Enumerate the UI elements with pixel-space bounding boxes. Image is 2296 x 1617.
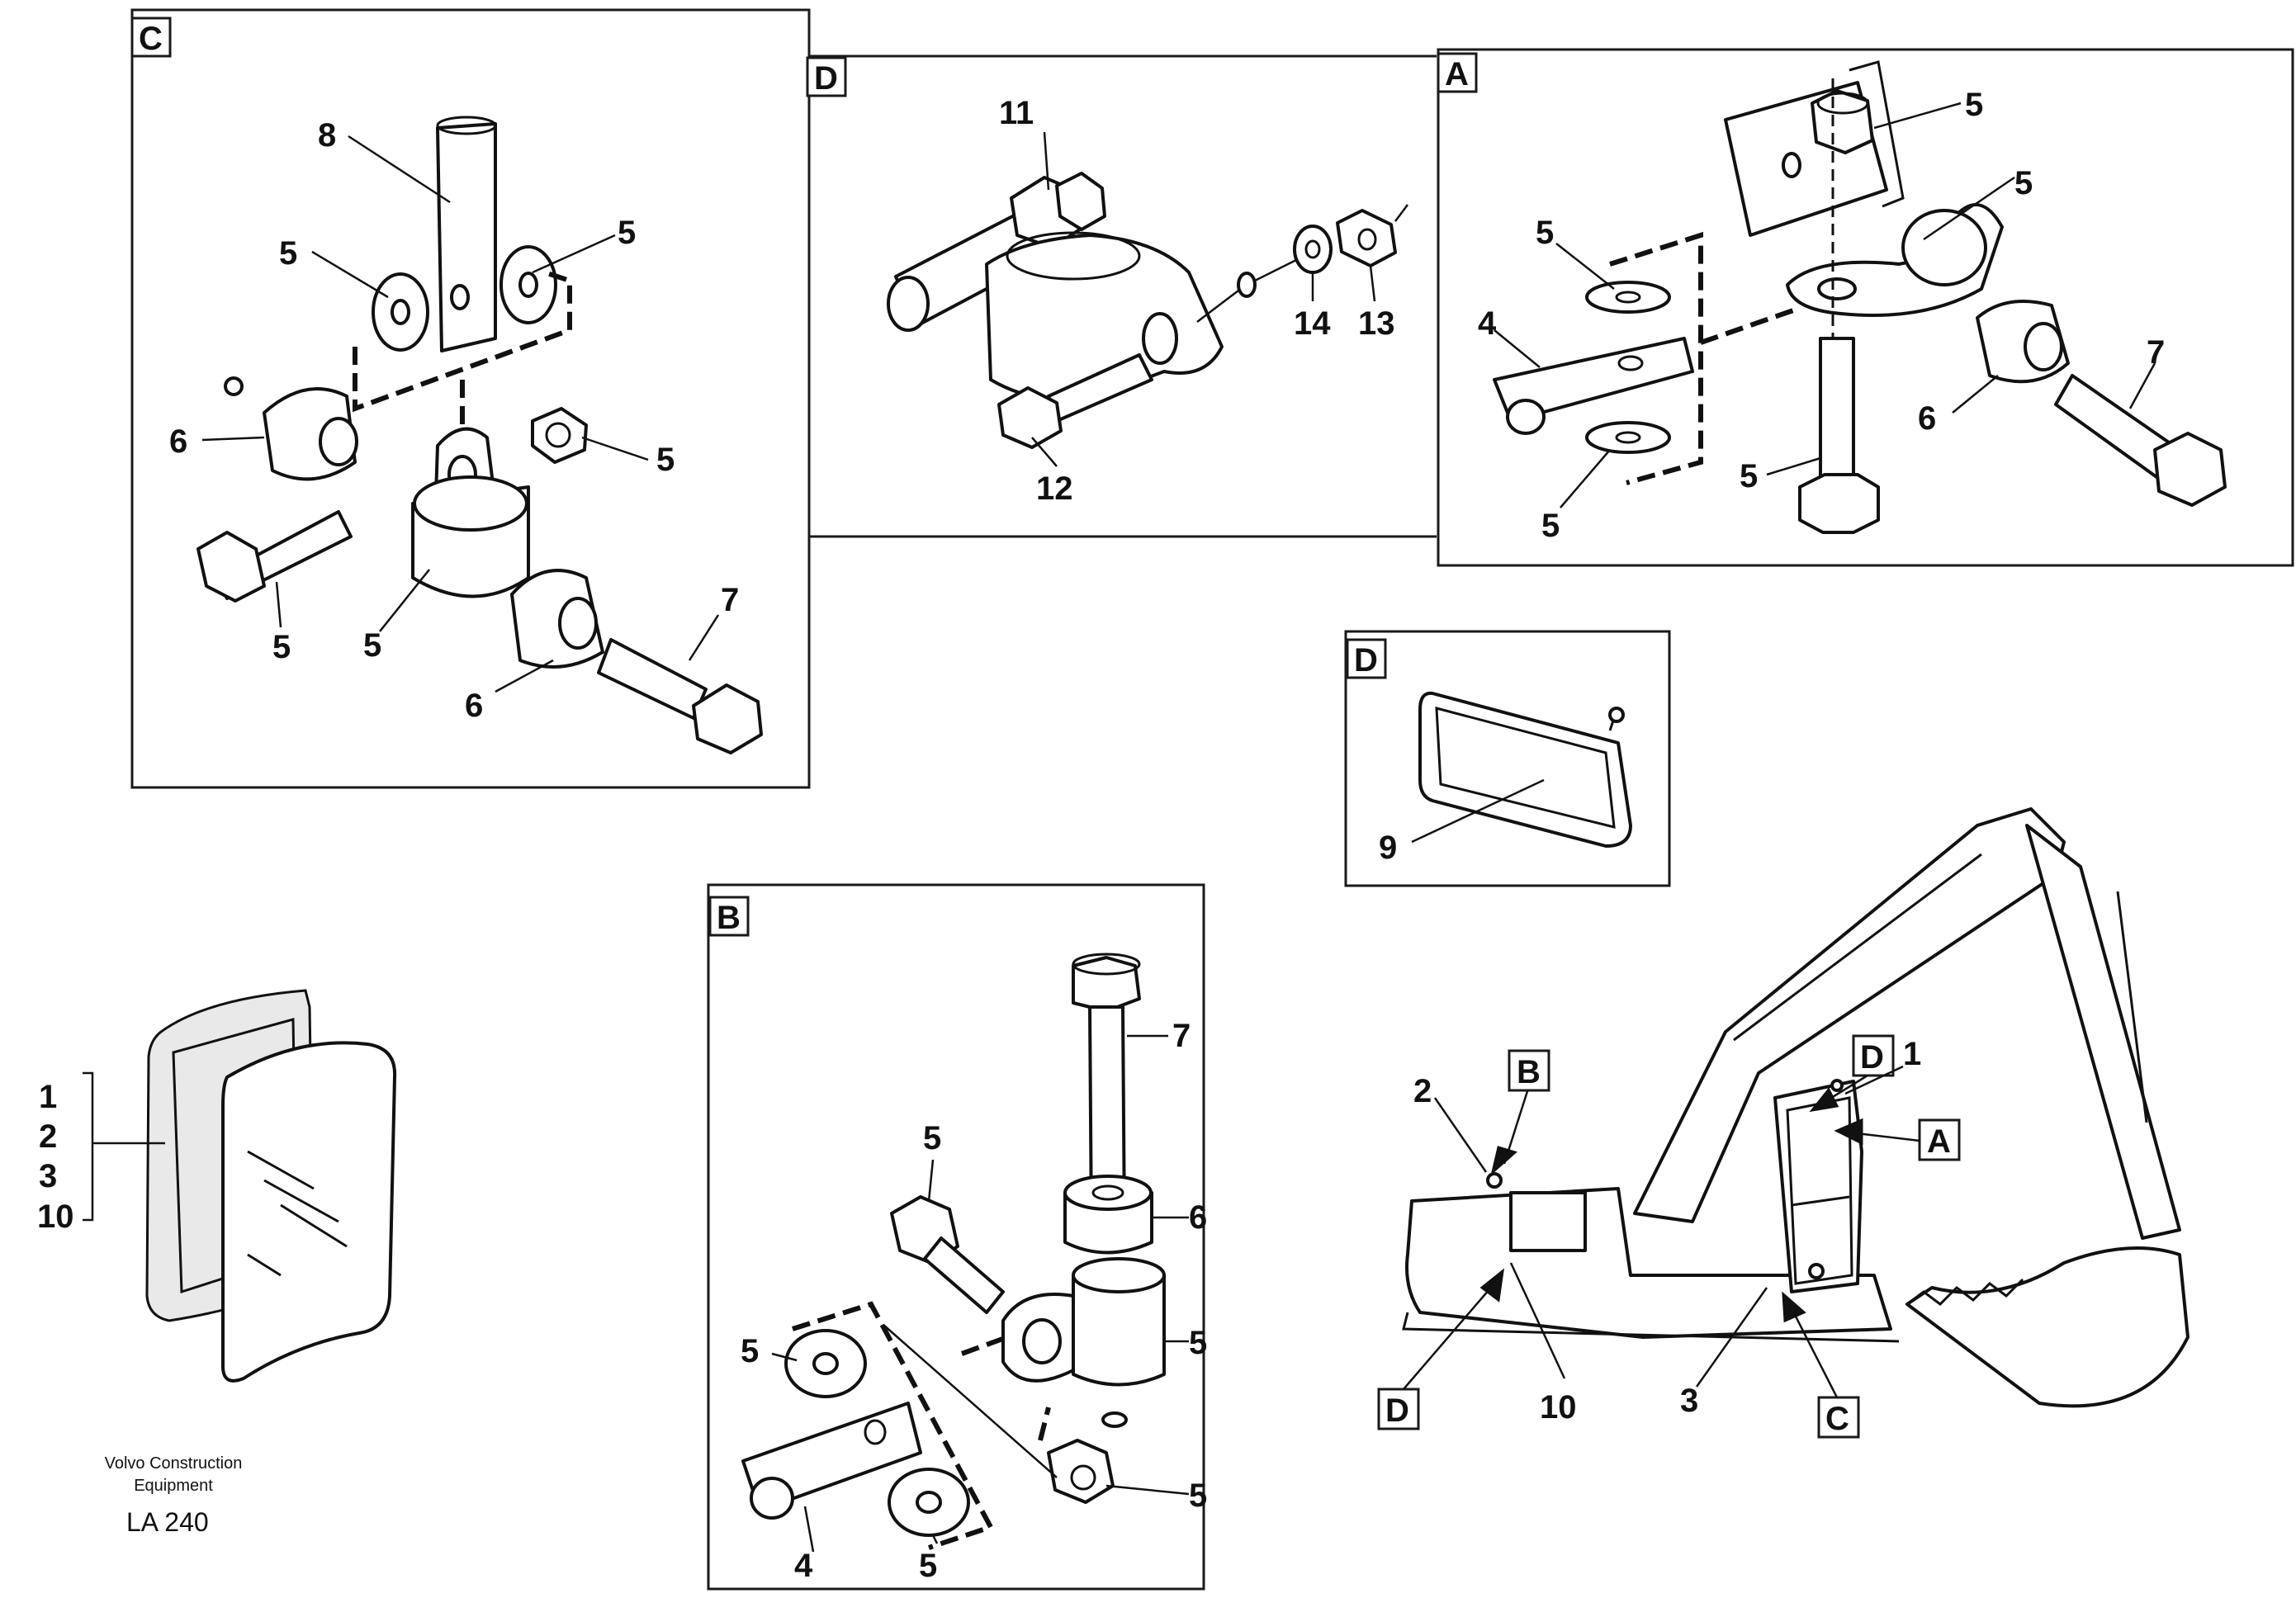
- overview-tag-d: D: [1860, 1039, 1884, 1076]
- callout-7: 7: [1172, 1018, 1191, 1054]
- callout-6: 6: [169, 423, 187, 460]
- mirror-assembly: 1 2 3 10: [37, 989, 397, 1383]
- callout-5: 5: [279, 235, 297, 272]
- callout-10: 10: [1540, 1389, 1577, 1426]
- overview-tag-c: C: [1825, 1401, 1849, 1437]
- panel-b-tag: B: [717, 900, 741, 936]
- panel-c: C: [130, 8, 811, 789]
- callout-5: 5: [1536, 215, 1554, 251]
- callout-5: 5: [656, 442, 675, 478]
- callout-6: 6: [1918, 400, 1936, 437]
- panel-d-mirror-tag: D: [1354, 642, 1378, 678]
- overview-tag-d: D: [1385, 1392, 1409, 1429]
- callout-11: 11: [999, 95, 1034, 131]
- callout-7: 7: [721, 582, 739, 618]
- panel-c-tag: C: [139, 21, 163, 57]
- overview-excavator: B D A D C 2 1 10 3: [1377, 807, 2189, 1439]
- callout-5: 5: [1541, 508, 1560, 544]
- company-line-1: Volvo Construction: [105, 1454, 243, 1473]
- callout-5: 5: [1189, 1478, 1207, 1514]
- overview-tag-a: A: [1927, 1123, 1951, 1160]
- callout-8: 8: [318, 117, 336, 154]
- callout-9: 9: [1379, 830, 1397, 866]
- panel-d-top-tag: D: [814, 60, 838, 97]
- overview-tag-b: B: [1517, 1054, 1541, 1090]
- panel-a: A: [1437, 48, 2294, 567]
- panel-d-mirror: D 9: [1344, 630, 1671, 887]
- callout-6: 6: [465, 688, 483, 724]
- callout-13: 13: [1358, 305, 1395, 342]
- callout-5: 5: [2014, 165, 2033, 201]
- callout-14: 14: [1294, 305, 1331, 342]
- callout-5: 5: [363, 627, 381, 664]
- callout-4: 4: [1478, 305, 1497, 342]
- callout-3: 3: [1680, 1383, 1698, 1419]
- callout-5: 5: [618, 215, 636, 251]
- callout-5: 5: [923, 1120, 941, 1156]
- panel-b: B: [707, 883, 1207, 1591]
- callout-5: 5: [741, 1333, 759, 1369]
- footer: Volvo Construction Equipment LA 240: [105, 1454, 243, 1537]
- callout-4: 4: [794, 1548, 813, 1584]
- panel-a-tag: A: [1445, 56, 1469, 92]
- callout-10: 10: [37, 1199, 74, 1235]
- company-line-2: Equipment: [134, 1477, 213, 1495]
- callout-5: 5: [1740, 458, 1758, 494]
- callout-2: 2: [1413, 1073, 1432, 1109]
- callout-5: 5: [1965, 87, 1983, 123]
- callout-3: 3: [39, 1158, 57, 1194]
- callout-7: 7: [2147, 334, 2165, 371]
- callout-5: 5: [1189, 1325, 1207, 1361]
- figure-code: LA 240: [126, 1507, 209, 1537]
- panel-d-top: D 11 14 13 12: [806, 54, 1437, 538]
- callout-1: 1: [39, 1079, 57, 1115]
- callout-6: 6: [1189, 1199, 1207, 1236]
- callout-5: 5: [919, 1548, 937, 1584]
- callout-5: 5: [272, 629, 291, 665]
- callout-12: 12: [1036, 470, 1073, 507]
- callout-2: 2: [39, 1118, 57, 1155]
- callout-1: 1: [1903, 1036, 1921, 1072]
